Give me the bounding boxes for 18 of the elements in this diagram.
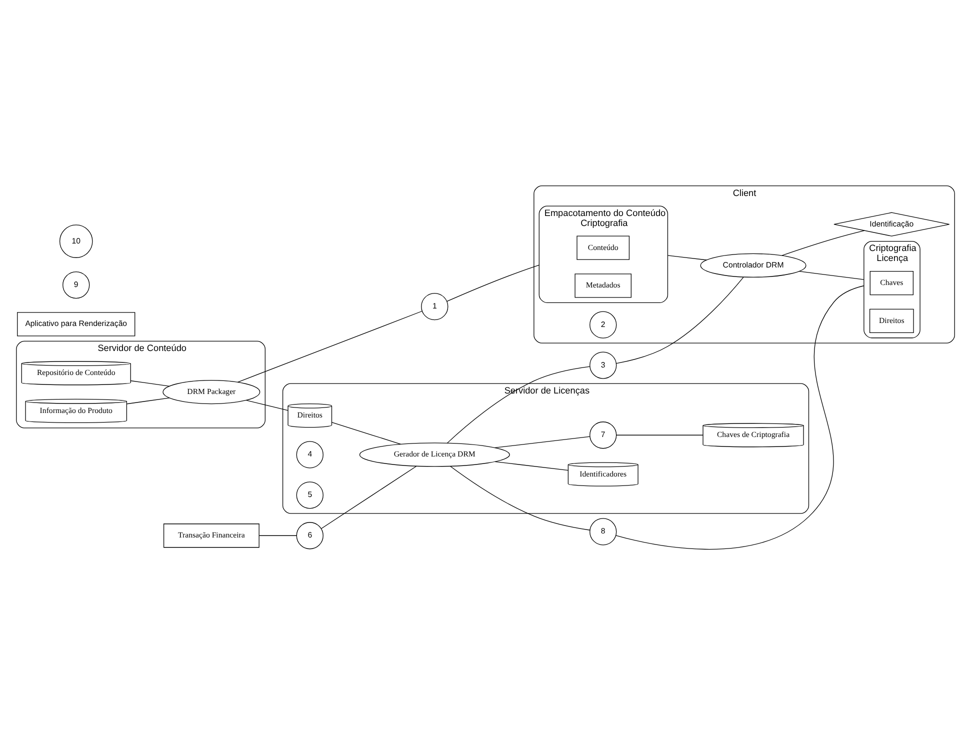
connector [782,230,865,256]
connector [320,465,417,528]
connector [246,400,288,410]
connector [667,254,707,260]
connector [126,397,170,404]
connector [237,310,422,382]
connector [331,421,402,444]
connector [615,284,864,550]
connector [130,380,170,386]
connector [798,270,864,280]
connector [616,276,744,364]
connector [616,434,704,435]
connector [446,366,590,443]
connector [446,264,540,302]
connector [258,534,298,536]
connector [450,465,590,530]
connector [494,460,568,470]
connector [494,436,590,448]
